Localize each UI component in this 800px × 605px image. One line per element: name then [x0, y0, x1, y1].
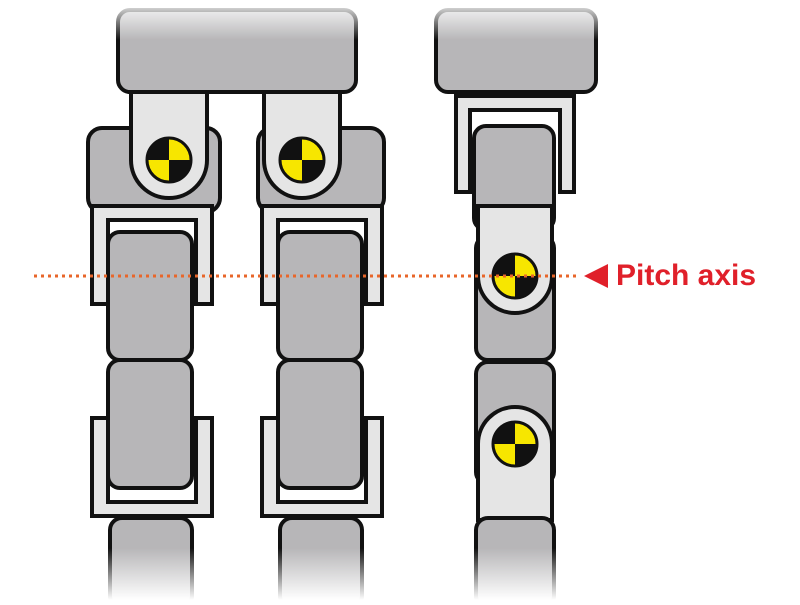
- right-leg-side: [434, 8, 598, 605]
- left-leg-rear: [256, 90, 386, 605]
- shank-link: [106, 230, 194, 362]
- left-leg-front: [86, 8, 358, 605]
- shank-link: [276, 230, 364, 362]
- left-triangle-arrow-icon: [584, 264, 608, 288]
- center-of-mass-marker-icon: [491, 252, 539, 300]
- center-of-mass-marker-icon: [278, 136, 326, 184]
- top-fade: [0, 0, 800, 40]
- lower-link: [276, 358, 364, 490]
- pitch-axis-label: Pitch axis: [616, 259, 757, 292]
- center-of-mass-marker-icon: [491, 420, 539, 468]
- bottom-fade: [0, 548, 800, 600]
- lower-link: [106, 358, 194, 490]
- u-bracket: [454, 94, 576, 194]
- center-of-mass-marker-icon: [145, 136, 193, 184]
